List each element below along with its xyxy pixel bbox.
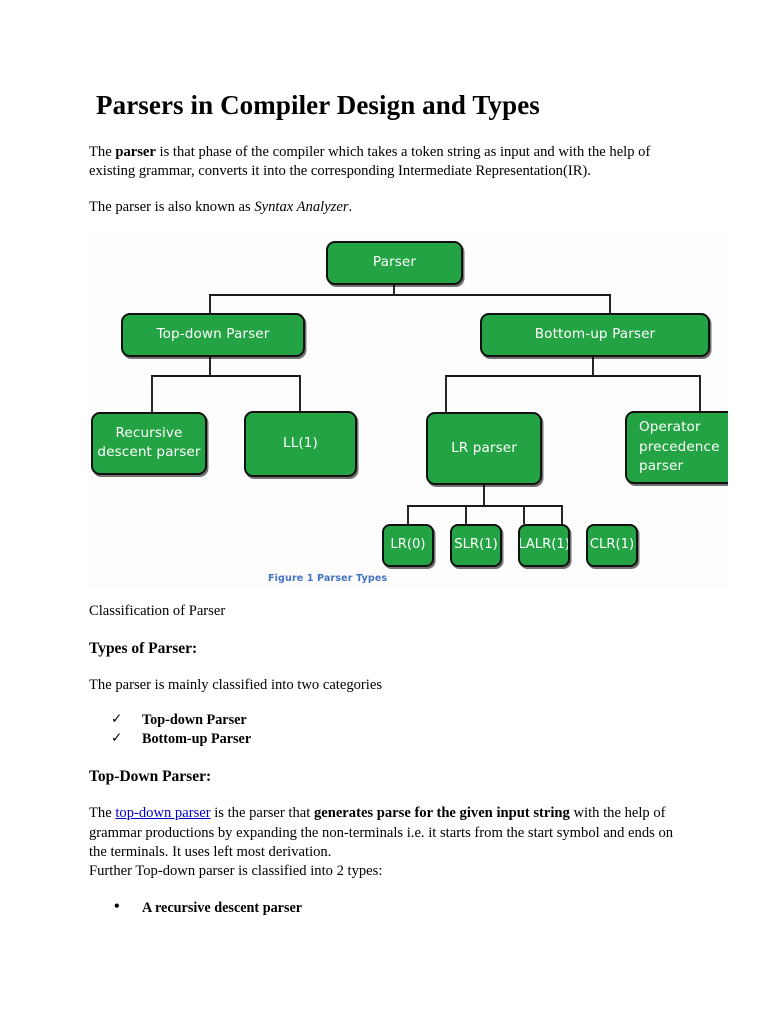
figure-connectors <box>151 283 701 524</box>
figure-node-bottom-up-parser: Bottom-up Parser <box>480 312 710 357</box>
parser-category-list: ✓ Top-down Parser ✓ Bottom-up Parser <box>89 711 679 749</box>
top-down-parser-link[interactable]: top-down parser <box>115 805 211 822</box>
figure-node-operator-precedence-parser: Operator precedence parser <box>625 410 728 484</box>
top-down-description-paragraph: The top-down parser is the parser that g… <box>89 804 679 862</box>
intro-text-a: The <box>89 144 116 161</box>
figure-node-parser: Parser <box>326 240 463 285</box>
list-item-label: A recursive descent parser <box>142 900 303 917</box>
top-down-text-a: The <box>89 805 116 822</box>
intro-bold-parser: parser <box>115 144 156 161</box>
parser-types-figure: Parser Top-down Parser Bottom-up Parser … <box>88 232 728 588</box>
heading-types-of-parser: Types of Parser: <box>89 640 198 658</box>
figure-node-lalr1: LALR(1) <box>518 523 570 567</box>
also-known-text-b: . <box>348 198 353 215</box>
heading-top-down-parser: Top-Down Parser: <box>89 767 212 785</box>
check-icon: ✓ <box>111 730 123 746</box>
list-item-label: Bottom-up Parser <box>142 731 252 748</box>
figure-node-lr-parser: LR parser <box>426 411 542 485</box>
figure-node-recursive-descent-parser: Recursive descent parser <box>91 411 207 475</box>
document-content: Parsers in Compiler Design and Types The… <box>88 90 728 918</box>
top-down-types-list: • A recursive descent parser <box>89 898 679 917</box>
figure-node-slr1: SLR(1) <box>450 523 502 567</box>
also-known-text-a: The parser is also known as <box>89 198 255 215</box>
intro-text-b: is that phase of the compiler which take… <box>89 144 651 180</box>
list-item-label: Top-down Parser <box>142 711 247 728</box>
classification-paragraph: Classification of Parser <box>89 602 226 619</box>
syntax-analyzer-italic: Syntax Analyzer <box>254 198 349 215</box>
top-down-bold-phrase: generates parse for the given input stri… <box>313 805 570 822</box>
list-item: ✓ Top-down Parser <box>111 711 679 729</box>
further-paragraph: Further Top-down parser is classified in… <box>89 863 383 880</box>
syntax-analyzer-paragraph: The parser is also known as Syntax Analy… <box>89 198 679 217</box>
figure-caption: Figure 1 Parser Types <box>268 572 388 584</box>
two-categories-paragraph: The parser is mainly classified into two… <box>89 676 383 693</box>
page-title: Parsers in Compiler Design and Types <box>96 90 540 120</box>
bullet-icon: • <box>114 898 120 916</box>
intro-paragraph: The parser is that phase of the compiler… <box>89 143 679 182</box>
top-down-text-c: with the help of grammar productions by … <box>89 805 674 860</box>
top-down-text-b: is the parser that <box>210 805 314 822</box>
figure-node-top-down-parser: Top-down Parser <box>121 312 305 357</box>
check-icon: ✓ <box>111 710 123 726</box>
figure-node-lr0: LR(0) <box>382 523 434 567</box>
list-item: • A recursive descent parser <box>111 898 679 917</box>
figure-node-clr1: CLR(1) <box>586 523 638 567</box>
list-item: ✓ Bottom-up Parser <box>111 730 679 748</box>
figure-node-ll1: LL(1) <box>244 410 357 477</box>
